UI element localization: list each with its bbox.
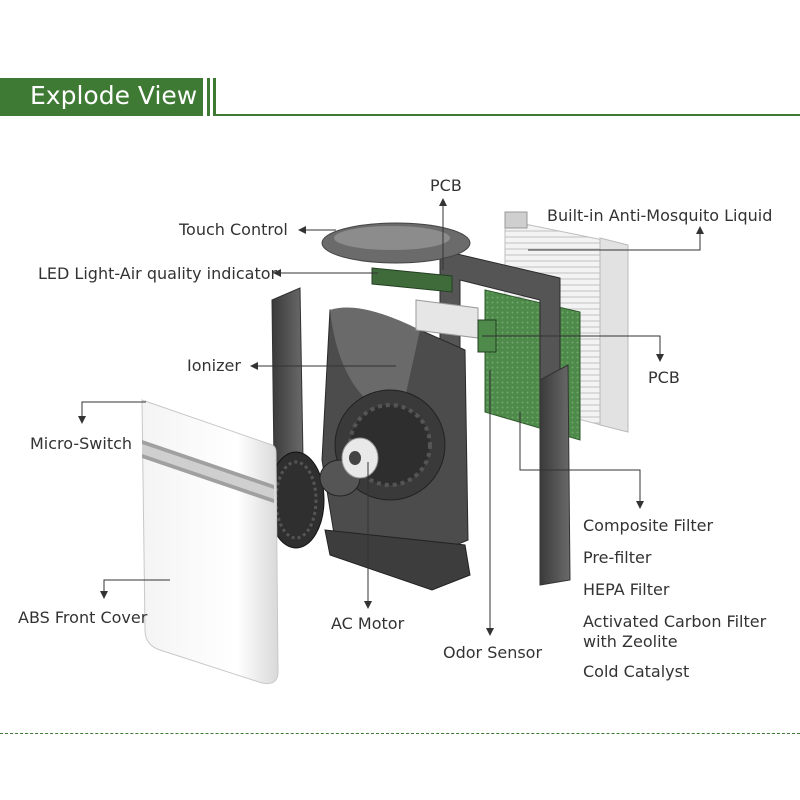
leader-lines [81, 200, 701, 632]
label-led-indicator: LED Light-Air quality indicator [38, 264, 278, 283]
label-touch-control: Touch Control [179, 220, 288, 239]
label-hepa-filter: HEPA Filter [583, 580, 670, 599]
header-bar [0, 78, 203, 116]
header-stripe [207, 78, 210, 116]
left-side-panel [271, 287, 304, 466]
label-composite-filter: Composite Filter [583, 516, 714, 535]
footer-rule [0, 733, 800, 734]
front-cover-part [141, 399, 279, 684]
label-cold-catalyst: Cold Catalyst [583, 662, 690, 681]
top-cap-part [321, 222, 471, 264]
label-anti-mosquito: Built-in Anti-Mosquito Liquid [547, 206, 773, 225]
label-odor-sensor: Odor Sensor [443, 643, 543, 662]
pcb-part [371, 267, 497, 353]
label-ionizer: Ionizer [187, 356, 241, 375]
leader-arrows [78, 198, 704, 636]
label-micro-switch: Micro-Switch [30, 434, 133, 453]
header-stripe [213, 78, 216, 116]
label-pre-filter: Pre-filter [583, 548, 652, 567]
ac-motor-part [341, 437, 379, 479]
header-rule [216, 114, 800, 116]
label-pcb-right: PCB [648, 368, 680, 387]
right-side-panel [539, 364, 571, 586]
label-abs-front-cover: ABS Front Cover [18, 608, 148, 627]
page-title: Explode View [30, 81, 198, 110]
label-pcb-top: PCB [430, 176, 462, 195]
label-activated-carbon: Activated Carbon Filter with Zeolite [583, 612, 767, 651]
label-ac-motor: AC Motor [331, 614, 405, 633]
